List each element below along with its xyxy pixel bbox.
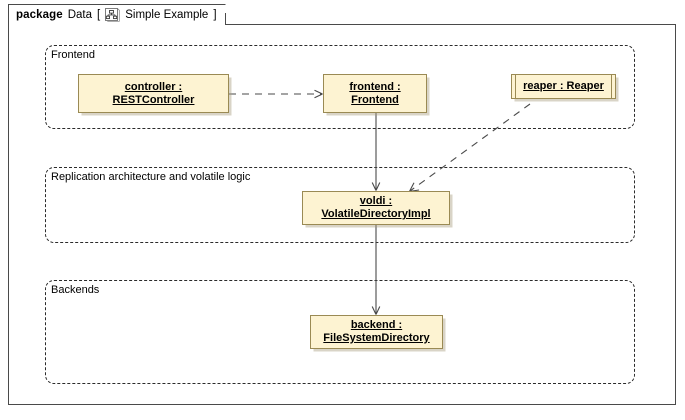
object-backend-name: backend : (350, 319, 403, 331)
object-voldi-name: voldi : (359, 195, 393, 207)
object-controller-name: controller : (124, 80, 183, 93)
object-backend-type: FileSystemDirectory (323, 332, 430, 344)
object-controller-type: RESTController (112, 93, 195, 106)
package-tree-icon (105, 8, 120, 22)
object-voldi[interactable]: voldi : VolatileDirectoryImpl (302, 191, 450, 225)
package-frame-tab: package Data [ Simple Example ] (8, 4, 226, 25)
package-backends (45, 280, 635, 384)
package-backends-label: Backends (49, 284, 103, 296)
package-frontend (45, 45, 635, 129)
object-frontend-type: Frontend (351, 93, 399, 106)
package-replication (45, 167, 635, 243)
package-kind-label: Data (67, 9, 93, 21)
package-replication-label: Replication architecture and volatile lo… (49, 171, 254, 183)
object-controller[interactable]: controller : RESTController (78, 74, 229, 113)
package-frontend-label: Frontend (49, 49, 99, 61)
object-reaper[interactable]: reaper : Reaper (511, 74, 616, 99)
bracket-close: ] (213, 9, 217, 21)
object-backend[interactable]: backend : FileSystemDirectory (310, 315, 443, 349)
object-reaper-name: reaper : Reaper (523, 80, 604, 92)
package-keyword: package (16, 9, 63, 21)
object-frontend-name: frontend : (349, 80, 401, 93)
object-frontend[interactable]: frontend : Frontend (323, 74, 427, 113)
object-voldi-type: VolatileDirectoryImpl (321, 208, 431, 220)
bracket-open: [ (97, 9, 101, 21)
package-frame-name: Simple Example (125, 9, 209, 21)
